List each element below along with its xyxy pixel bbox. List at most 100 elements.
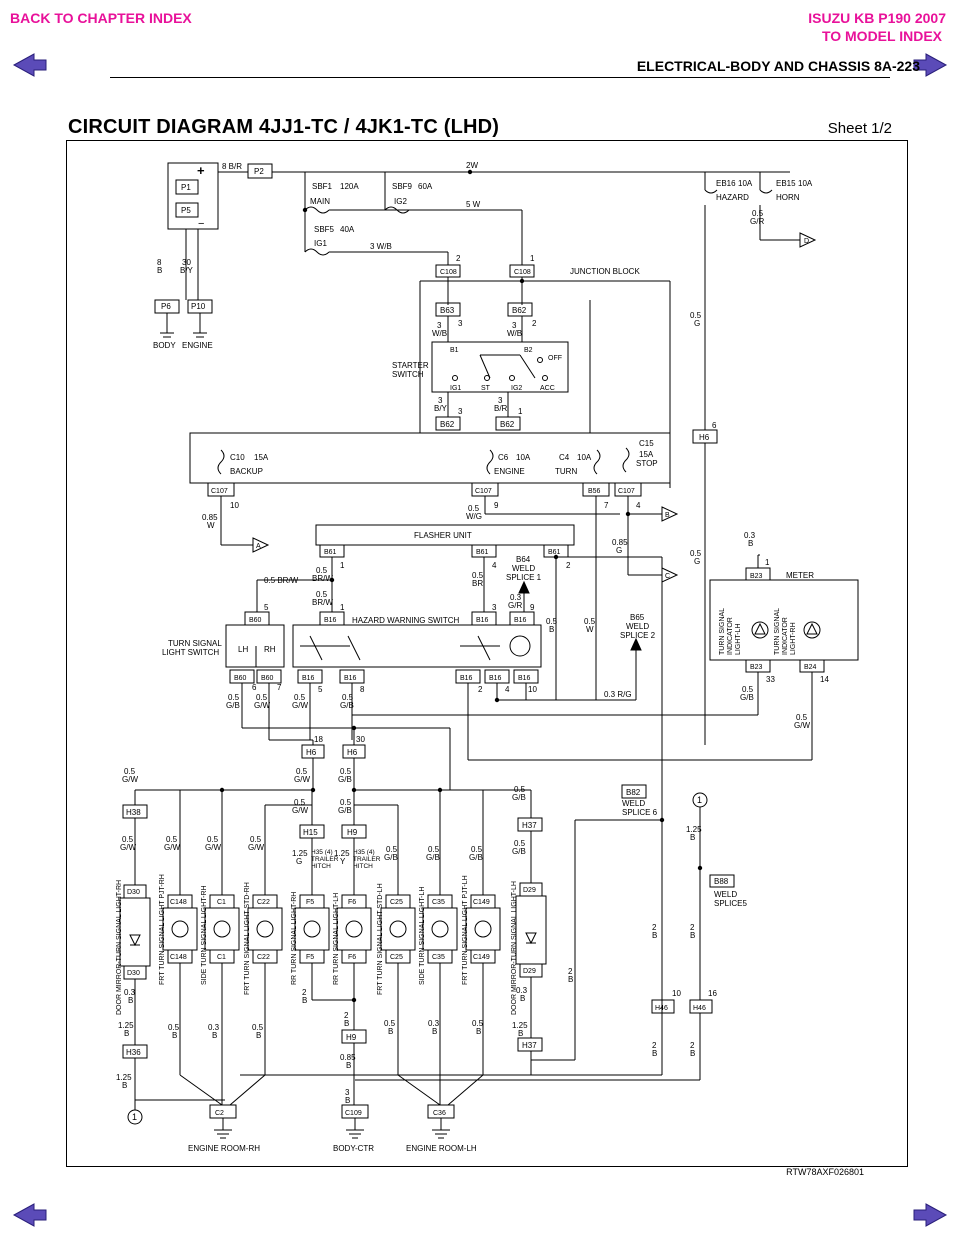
wire-label: 0.5 [316, 566, 328, 575]
pin-label: 30 [356, 735, 365, 744]
prev-page-arrow-icon[interactable] [12, 52, 48, 78]
wire-2w: 2W [466, 161, 478, 170]
wire-label: 2 [344, 1011, 349, 1020]
conn-c107: C107 [475, 488, 492, 495]
conn-c36: C36 [433, 1110, 446, 1117]
weld-label: WELD [626, 622, 649, 631]
switch-pos-rh: RH [264, 645, 276, 654]
wire-label: B [652, 931, 657, 940]
wire-label: G/W [122, 775, 138, 784]
junction-block-label: JUNCTION BLOCK [570, 267, 640, 276]
fuse-sbf5: SBF5 [314, 225, 335, 234]
conn-c1: C1 [217, 954, 226, 961]
ground-engine-room-lh: ENGINE ROOM-LH [406, 1144, 477, 1153]
wire-label: W [586, 625, 594, 634]
battery-minus-label: − [198, 218, 204, 230]
wire-label: G/W [292, 806, 308, 815]
wire-label: G/W [248, 843, 264, 852]
wire-05gr-color: G/R [750, 217, 764, 226]
conn-h46: H46 [693, 1005, 706, 1012]
weld-label: SPLICE5 [714, 899, 747, 908]
wire-label: G/B [338, 775, 352, 784]
prev-page-arrow-bottom-icon[interactable] [12, 1202, 48, 1228]
wire-label: B [344, 1019, 349, 1028]
starter-switch-label: STARTER [392, 361, 429, 370]
wire-label: 2 [568, 967, 573, 976]
conn-h9: H9 [347, 828, 358, 837]
starter-switch-label2: SWITCH [392, 370, 424, 379]
pin-label: 2 [566, 561, 571, 570]
model-title-link[interactable]: ISUZU KB P190 2007 [808, 10, 946, 26]
wire-label: G/B [512, 847, 526, 856]
conn-c109: C109 [345, 1110, 362, 1117]
conn-c108b: C108 [514, 269, 531, 276]
trailer-label: H35 (4) [353, 849, 375, 856]
wire-label: G/B [226, 701, 240, 710]
wire-label: 0.5 [546, 617, 558, 626]
wire-label: 0.5 [166, 835, 178, 844]
next-page-arrow-icon[interactable] [912, 52, 948, 78]
wire-label: 0.5 [228, 693, 240, 702]
fuse-sbf1-amp: 120A [340, 182, 359, 191]
wire-label: B [690, 833, 695, 842]
trailer-label: HITCH [353, 863, 373, 870]
wire-label: B [256, 1031, 261, 1040]
wire-label: 0.5 BR/W [264, 576, 299, 585]
wire-label: 0.5 [316, 590, 328, 599]
wire-label: 0.5 [384, 1019, 396, 1028]
ground-engine-room-rh: ENGINE ROOM-RH [188, 1144, 260, 1153]
fuse-sbf9: SBF9 [392, 182, 413, 191]
wire-label: 0.5 [428, 845, 440, 854]
pin-label: 6 [712, 421, 717, 430]
wire-label: B/R [494, 404, 508, 413]
sheet-number: Sheet 1/2 [827, 120, 892, 137]
wire-label: 1.25 [292, 849, 308, 858]
wire-label: 2 [302, 988, 307, 997]
conn-d29: D29 [523, 968, 536, 975]
wire-label: B [568, 975, 573, 984]
fuse-sbf9-amp: 60A [418, 182, 433, 191]
conn-c149: C149 [473, 954, 490, 961]
wire-label: 0.5 [168, 1023, 180, 1032]
fuse-amp: 15A [254, 453, 269, 462]
conn-b62c: B62 [500, 420, 515, 429]
conn-d30: D30 [127, 889, 140, 896]
wire-label: 0.5 [294, 798, 306, 807]
trailer-label: TRAILER [353, 856, 381, 863]
conn-h46: H46 [655, 1005, 668, 1012]
pin-label: 10 [230, 501, 239, 510]
trailer-label: HITCH [311, 863, 331, 870]
conn-b61: B61 [324, 549, 337, 556]
fuse-c6: C6 [498, 453, 509, 462]
wire-30: 30 [182, 258, 191, 267]
wire-label: G/B [384, 853, 398, 862]
wire-label: 1.25 [686, 825, 702, 834]
conn-c22: C22 [257, 899, 270, 906]
pin-label: B2 [524, 347, 533, 354]
wire-label: G/W [205, 843, 221, 852]
wire-label: G/B [512, 793, 526, 802]
pin-label: 10 [528, 685, 537, 694]
pin-label: 3 [458, 319, 463, 328]
link-c: C [665, 573, 670, 580]
back-to-chapter-index-link[interactable]: BACK TO CHAPTER INDEX [10, 10, 192, 26]
link-a: A [256, 543, 261, 550]
wire-label: 0.5 [296, 767, 308, 776]
wire-label: B [652, 1049, 657, 1058]
wire-label: B [212, 1031, 217, 1040]
pin-label: B1 [450, 347, 459, 354]
conn-b56: B56 [588, 488, 601, 495]
to-model-index-link[interactable]: TO MODEL INDEX [821, 28, 942, 44]
conn-p10: P10 [191, 302, 206, 311]
next-page-arrow-bottom-icon[interactable] [912, 1202, 948, 1228]
wire-label: B [122, 1081, 127, 1090]
fuse-c4: C4 [559, 453, 570, 462]
conn-c2: C2 [215, 1110, 224, 1117]
turn-signal-switch-label: TURN SIGNAL [168, 639, 222, 648]
fuse-eb16-amp: 10A [738, 179, 753, 188]
wire-label: B [172, 1031, 177, 1040]
wire-label: B [748, 539, 753, 548]
conn-b16: B16 [302, 675, 315, 682]
wire-label: W/G [466, 512, 482, 521]
switch-pos-st: ST [481, 385, 491, 392]
